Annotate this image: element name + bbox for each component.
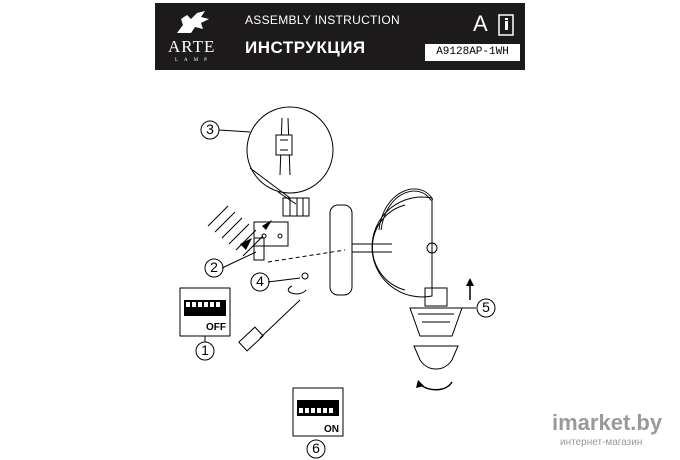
model-number: A9128AP-1WH — [425, 44, 520, 61]
breaker-panel-on — [292, 387, 344, 437]
wall-base-plate — [329, 204, 353, 296]
rotate-arrow-icon — [419, 381, 453, 391]
lamp-shade — [371, 196, 433, 298]
watermark-text: imarket.by — [552, 410, 663, 435]
screw — [301, 272, 309, 280]
title-russian: ИНСТРУКЦИЯ — [245, 38, 366, 57]
step-number-1: 1 — [201, 342, 209, 358]
step-number-2: 2 — [210, 259, 218, 275]
screwdriver — [259, 299, 301, 339]
breaker-panel-off — [179, 287, 231, 337]
doc-letter: A — [473, 11, 488, 36]
step-number-3: 3 — [206, 121, 214, 137]
brand-logo-subtext: LAMP — [175, 58, 213, 63]
step-circle-5 — [476, 298, 496, 318]
title-english: ASSEMBLY INSTRUCTION — [245, 13, 400, 27]
gu10-bulb — [424, 287, 448, 307]
wall-hatching — [207, 205, 264, 257]
griffin-logo-icon — [177, 11, 209, 33]
watermark-subtext: интернет-магазин — [560, 437, 643, 448]
terminal-block — [282, 197, 310, 217]
book-icon — [498, 14, 514, 36]
bulb-holder — [413, 345, 459, 370]
switch-on-label: ON — [324, 424, 339, 435]
brand-logo-text: ARTE — [168, 37, 216, 56]
detail-callout-circle — [246, 106, 334, 194]
step-number-4: 4 — [256, 273, 264, 289]
mounting-bracket — [253, 221, 289, 247]
step-circle-2 — [204, 258, 224, 278]
step-number-6: 6 — [312, 440, 320, 456]
step-circle-4 — [250, 272, 270, 292]
switch-off-label: OFF — [206, 322, 226, 333]
step-circle-6 — [306, 439, 326, 459]
step-number-5: 5 — [482, 299, 490, 315]
header-banner: ARTE LAMP ASSEMBLY INSTRUCTION ИНСТРУКЦИ… — [155, 3, 525, 70]
